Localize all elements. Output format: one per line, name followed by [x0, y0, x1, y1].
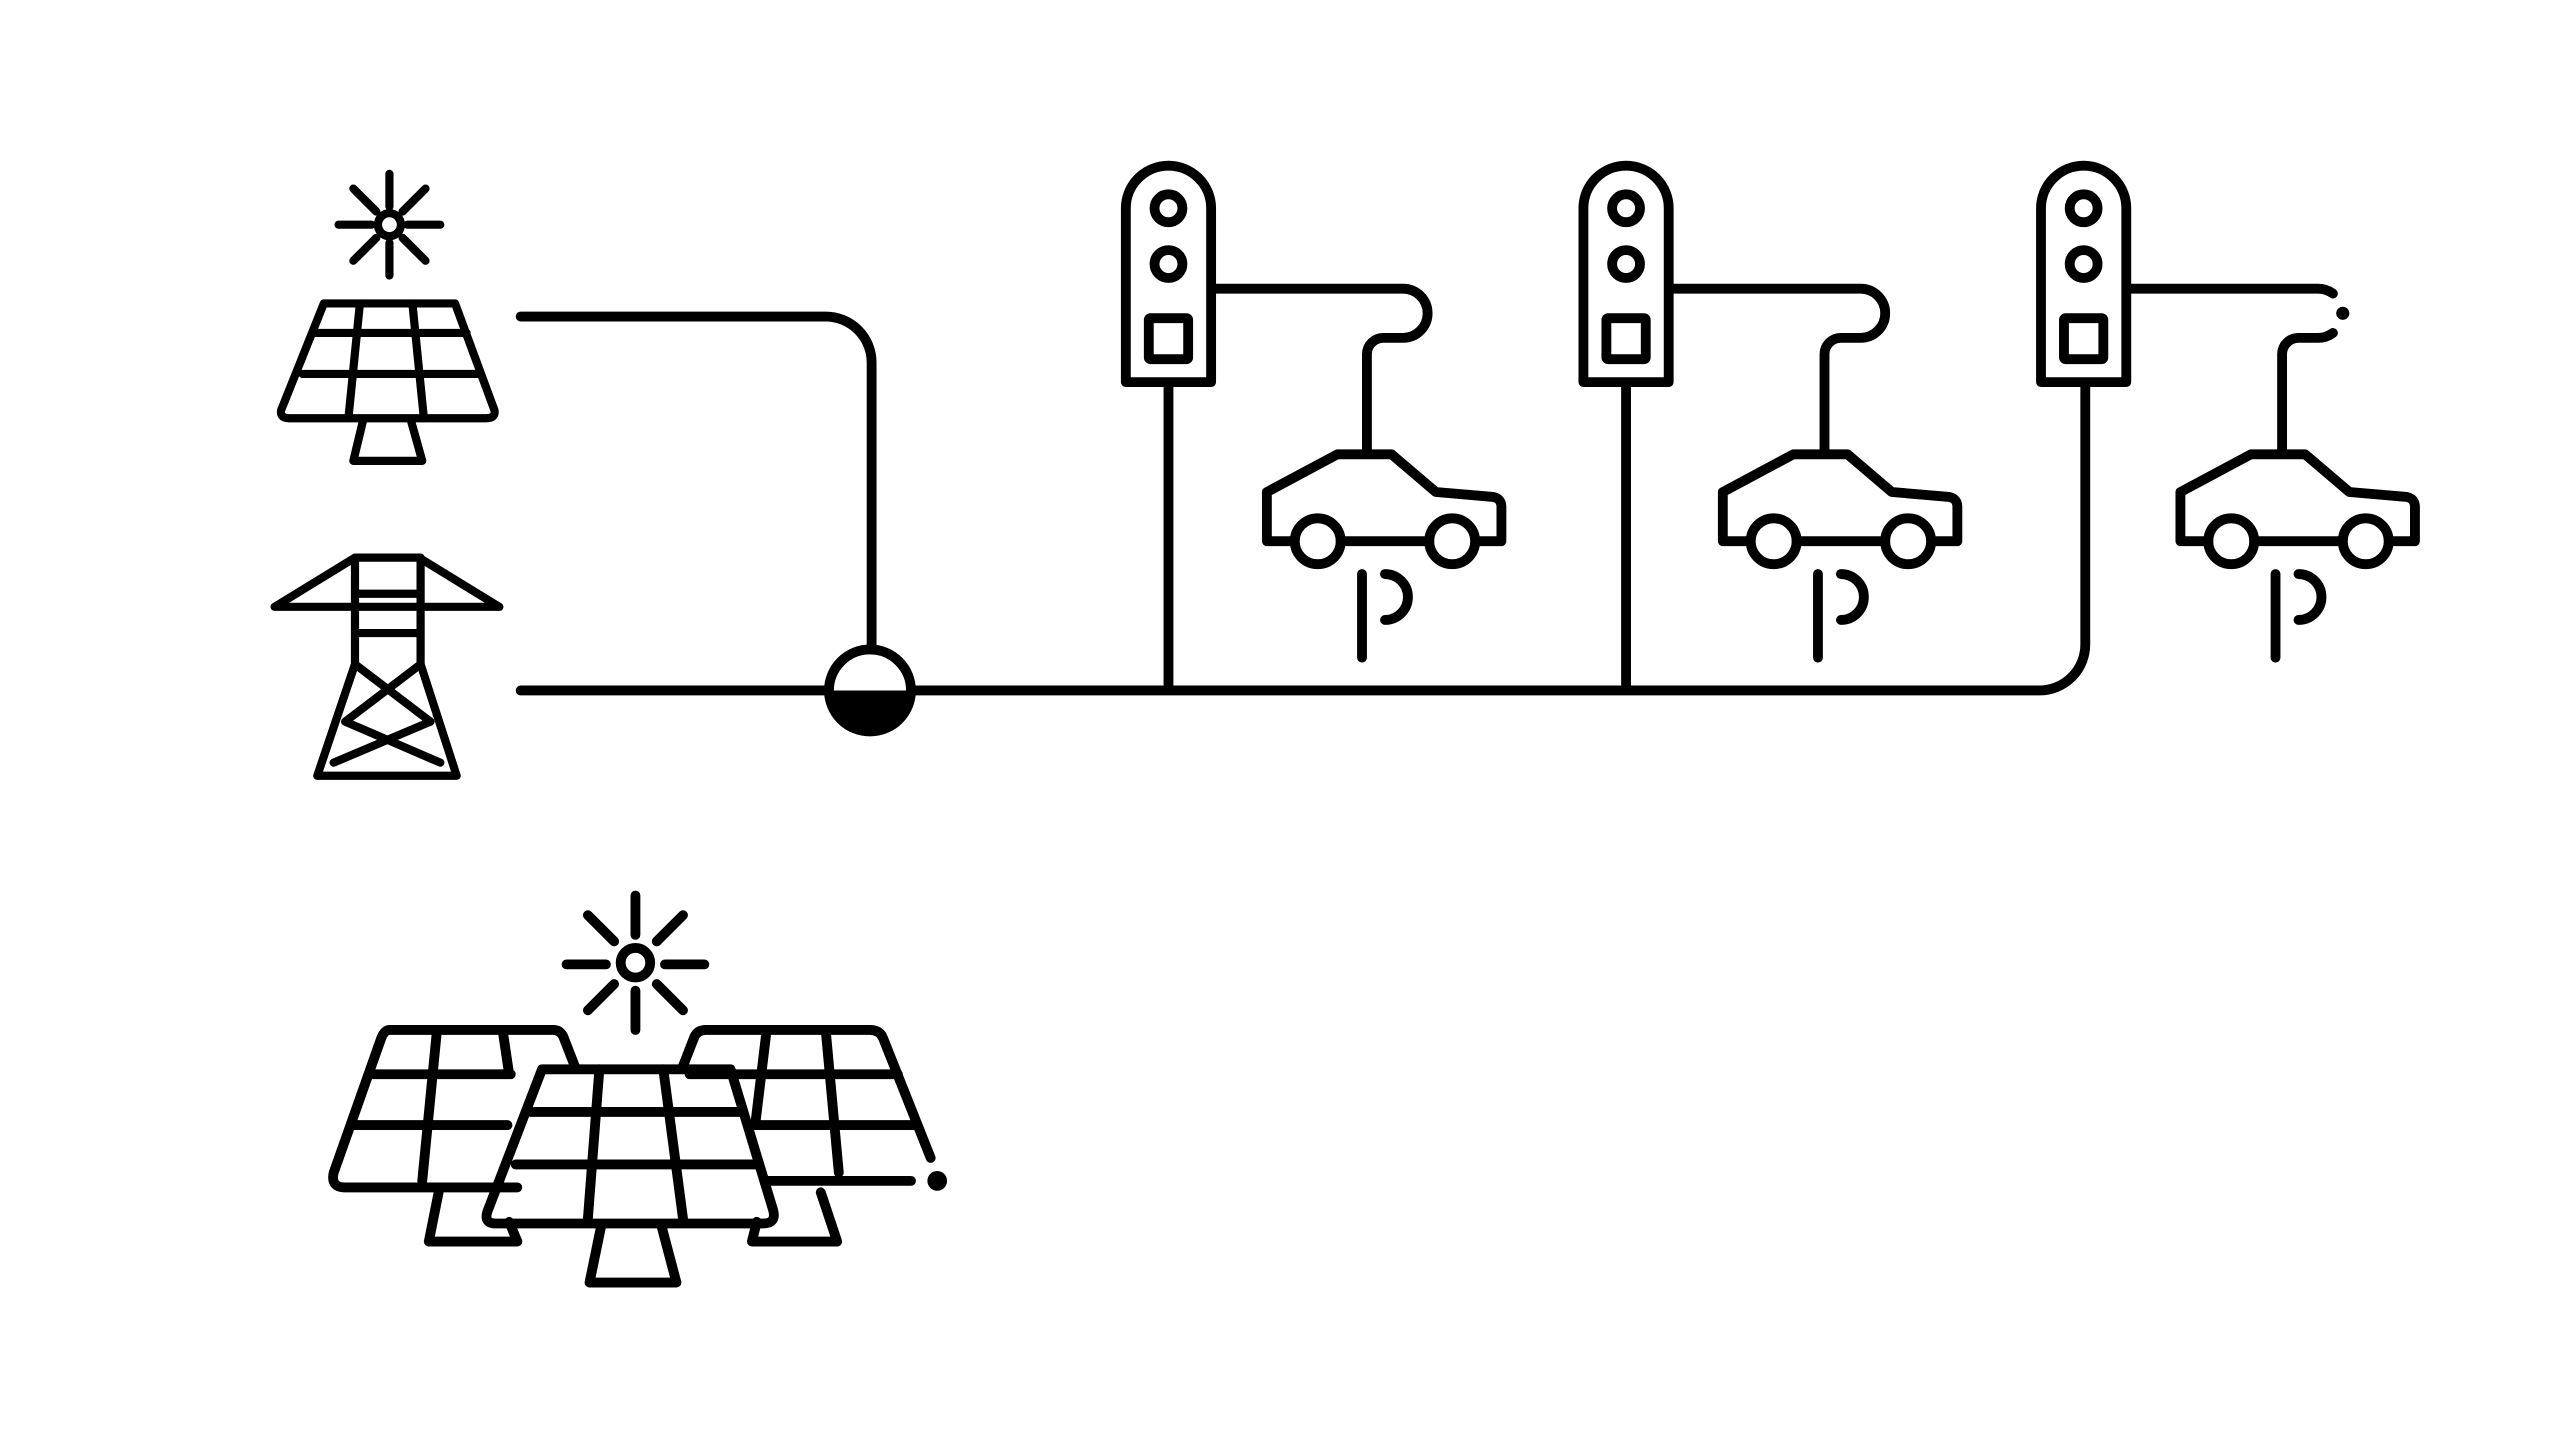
grid-bus-line: [515, 382, 2091, 696]
power-pylon-icon: [270, 553, 504, 780]
car-icon: [1267, 454, 1502, 657]
car-icon: [1723, 454, 1958, 657]
solar-panel-icon: [276, 169, 499, 465]
ev-charger-icon: [2036, 160, 2350, 458]
car-icon: [2180, 454, 2415, 657]
solar-feed-line: [515, 311, 877, 653]
ev-charger-icon: [1126, 166, 1428, 689]
solar-farm-icon: [328, 890, 948, 1288]
grid-junction-icon: [824, 644, 916, 737]
ev-charger-icon: [1583, 166, 1885, 689]
